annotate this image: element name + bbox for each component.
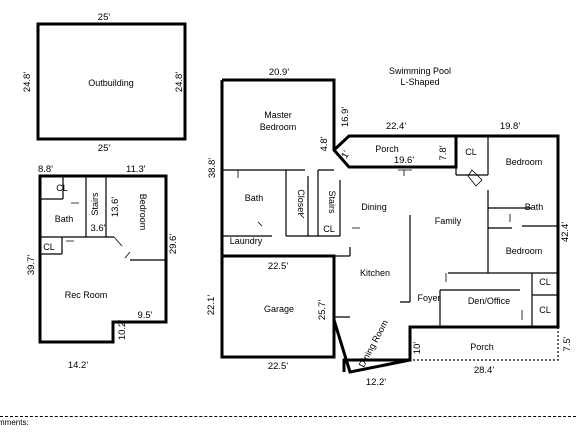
top-porch-label: Porch <box>375 144 399 154</box>
left-cl1-label: CL <box>56 183 68 193</box>
pool-note-line2: L-Shaped <box>400 77 439 87</box>
kitchen-label: Kitchen <box>360 268 390 278</box>
left-dim-notch-h: 9.5' <box>137 310 152 321</box>
outbuilding-label: Outbuilding <box>88 78 134 88</box>
garage-label: Garage <box>264 304 294 314</box>
main-dim-porch-inner: 19.6' <box>394 155 414 166</box>
outbuilding-dim-bottom: 25' <box>98 143 111 154</box>
cl-right-1-label: CL <box>539 277 551 287</box>
dining-room-bay <box>332 319 411 374</box>
left-dim-top-right: 11.3' <box>126 164 146 175</box>
left-cl2-label: CL <box>43 242 55 252</box>
left-bath-label: Bath <box>55 214 74 224</box>
den-office-label: Den/Office <box>468 296 510 306</box>
main-dim-notch-small: 4.8' <box>319 136 330 151</box>
main-dim-right-side: 42.4' <box>560 222 571 242</box>
outbuilding-walls <box>36 22 187 141</box>
bottom-porch-outline <box>409 327 559 361</box>
main-dim-garage-right: 25.7' <box>317 300 328 320</box>
top-porch-walls <box>332 134 456 152</box>
main-house-outer-1 <box>222 78 560 372</box>
laundry-label: Laundry <box>230 236 263 246</box>
bath-right-label: Bath <box>525 202 544 212</box>
bedroom-mid-label: Bedroom <box>506 246 543 256</box>
left-dim-notch-v: 10.2' <box>117 320 128 340</box>
garage-walls <box>220 254 336 359</box>
left-dim-bedroom: 13.6' <box>110 197 121 217</box>
main-dim-foyer-side: 10' <box>412 342 423 355</box>
main-dim-porch-bottom-right: 7.5' <box>562 336 573 351</box>
main-dim-garage-top: 22.5' <box>268 261 288 272</box>
comments-footer: mments: <box>0 416 576 433</box>
bath-left-label: Bath <box>245 193 264 203</box>
dining-label: Dining <box>361 202 387 212</box>
closet-label: Closet <box>296 189 306 215</box>
bottom-porch-label: Porch <box>470 342 494 352</box>
outbuilding-dim-left: 24.8' <box>22 72 33 92</box>
left-building-walls <box>38 174 168 344</box>
master-bedroom-label-2: Bedroom <box>260 122 297 132</box>
main-dim-top: 20.9' <box>269 67 289 78</box>
master-bedroom-label-1: Master <box>264 110 292 120</box>
main-dim-master-bump: 16.9' <box>340 107 351 127</box>
left-dim-top-left: 8.8' <box>38 164 53 175</box>
main-house: Swimming Pool L-Shaped Master Bedroom Po… <box>206 66 573 388</box>
main-dim-right-top: 19.8' <box>500 121 520 132</box>
left-dim-stairs: 3.6' <box>90 223 105 234</box>
main-dim-porch-bottom: 28.4' <box>474 365 494 376</box>
left-bedroom-label: Bedroom <box>138 194 148 231</box>
main-dim-porch-diag: 1' <box>339 149 352 161</box>
main-dim-dining-room-bottom: 12.2' <box>366 377 386 388</box>
left-dim-right: 29.6' <box>168 234 179 254</box>
left-dim-left: 39.7' <box>26 255 37 275</box>
comments-label: mments: <box>0 418 29 427</box>
bedroom-top-label: Bedroom <box>506 157 543 167</box>
left-dim-bottom: 14.2' <box>68 360 88 371</box>
left-stairs-label: Stairs <box>90 192 100 216</box>
outbuilding: Outbuilding 25' 25' 24.8' 24.8' <box>22 12 187 154</box>
outbuilding-dim-right: 24.8' <box>174 72 185 92</box>
cl-top-label: CL <box>465 147 477 157</box>
cl-right-2-label: CL <box>539 305 551 315</box>
main-dim-porch-right: 7.8' <box>438 145 449 160</box>
main-dim-garage-bottom: 22.5' <box>268 361 288 372</box>
cl-stairs-label: CL <box>323 224 335 234</box>
pool-note-line1: Swimming Pool <box>389 66 451 76</box>
rec-room-label: Rec Room <box>65 290 108 300</box>
main-dim-left: 38.8' <box>207 158 218 178</box>
foyer-label: Foyer <box>417 293 440 303</box>
outbuilding-dim-top: 25' <box>98 12 111 23</box>
family-label: Family <box>435 216 462 226</box>
stairs-label: Stairs <box>327 190 337 214</box>
main-dim-porch-top: 22.4' <box>386 121 406 132</box>
left-building: CL Bath CL Stairs Bedroom Rec Room 8.8' … <box>26 164 179 371</box>
main-dim-garage-left: 22.1' <box>206 295 217 315</box>
